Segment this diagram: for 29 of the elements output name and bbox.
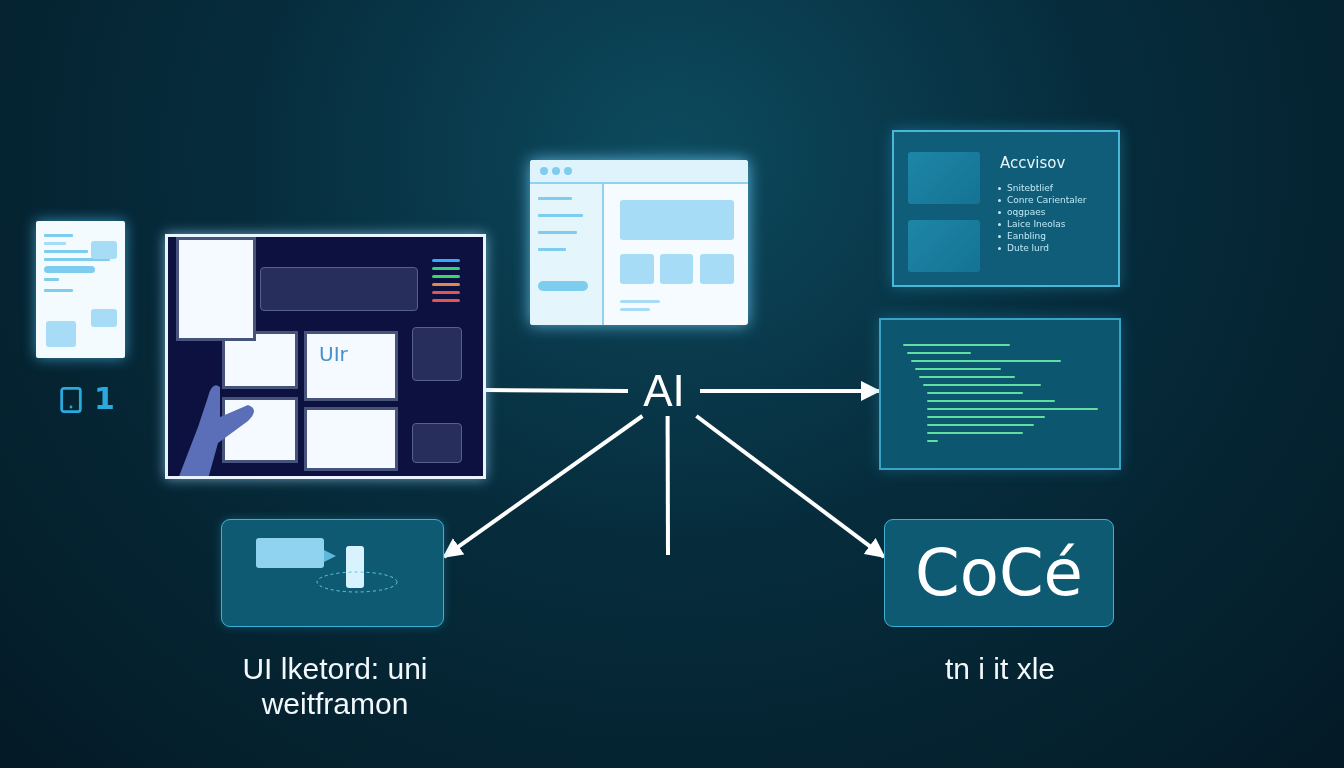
- browser-wireframe-drawing: [530, 160, 748, 325]
- step-number: 1: [94, 384, 115, 414]
- caption-text: tn i it xle: [943, 652, 1056, 687]
- connector-line: [486, 388, 628, 393]
- bullet-item: Laice Ineolas: [1007, 218, 1066, 230]
- bullet-item: Conre Carientaler: [1007, 194, 1087, 206]
- bullet-item: oqgpaes: [1007, 206, 1046, 218]
- bullet-item: Eanbling: [1007, 230, 1047, 242]
- dark-card: [260, 267, 418, 311]
- arrow: [442, 414, 644, 559]
- connector-line: [665, 416, 670, 555]
- phone-sketch-drawing: [36, 221, 125, 358]
- ai-text: AI: [628, 366, 700, 416]
- arrow: [700, 380, 881, 401]
- app-flow-drawing: [221, 519, 444, 627]
- box-title: CoCé: [915, 541, 1083, 605]
- code-panel-drawing: [879, 318, 1121, 470]
- code-box: [884, 519, 1114, 627]
- light-card: [304, 331, 398, 401]
- card-heading: UIr: [319, 344, 348, 364]
- dashboard-screenshot-drawing: [165, 234, 486, 479]
- slide-heading: Accvisov: [1000, 154, 1066, 172]
- light-card: [304, 407, 398, 471]
- arrow: [695, 414, 886, 559]
- bullet-item: Snitebtlief: [1007, 182, 1053, 194]
- caption-text: UI lketord: uni weitframon: [241, 652, 429, 721]
- slide-panel: [892, 130, 1120, 287]
- light-card: [222, 331, 298, 389]
- bullet-item: Dute lurd: [1007, 242, 1050, 254]
